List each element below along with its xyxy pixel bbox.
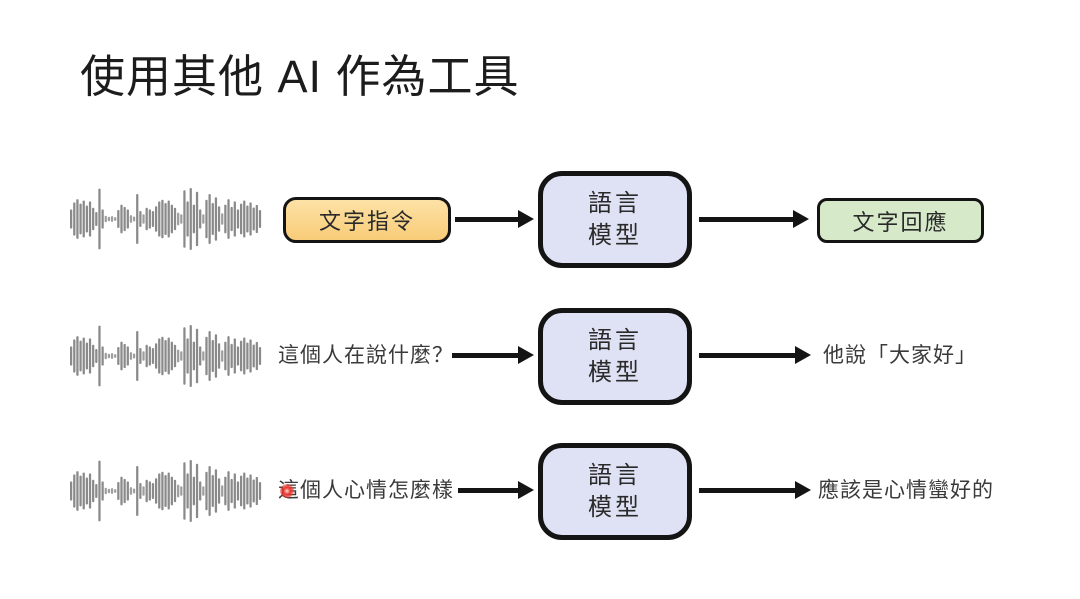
output-box-text-response: 文字回應: [817, 198, 984, 243]
audio-waveform-icon: [70, 185, 262, 253]
question-text: 這個人心情怎麼樣: [278, 479, 454, 502]
arrow-right-icon: [699, 481, 811, 499]
answer-text: 應該是心情蠻好的: [818, 479, 994, 502]
arrow-right-icon: [458, 481, 534, 499]
arrow-right-icon: [699, 346, 811, 364]
input-box-text-command: 文字指令: [283, 197, 451, 243]
laser-pointer-dot-icon: [280, 484, 294, 498]
answer-text: 他說「大家好」: [823, 344, 977, 367]
input-box-label: 文字指令: [318, 209, 415, 234]
language-model-label: 語言 模型: [588, 462, 642, 521]
audio-waveform-icon: [70, 457, 262, 525]
arrow-right-icon: [455, 210, 534, 228]
language-model-label: 語言 模型: [588, 327, 642, 386]
output-box-label: 文字回應: [852, 209, 949, 235]
question-text: 這個人在說什麼？: [278, 344, 454, 367]
language-model-box: 語言 模型: [538, 308, 692, 405]
slide-title: 使用其他 AI 作為工具: [80, 51, 520, 102]
audio-waveform-icon: [70, 322, 262, 390]
arrow-right-icon: [699, 210, 809, 228]
arrow-right-icon: [452, 346, 534, 364]
language-model-box: 語言 模型: [538, 443, 692, 540]
language-model-box: 語言 模型: [538, 171, 692, 268]
language-model-label: 語言 模型: [588, 190, 642, 249]
